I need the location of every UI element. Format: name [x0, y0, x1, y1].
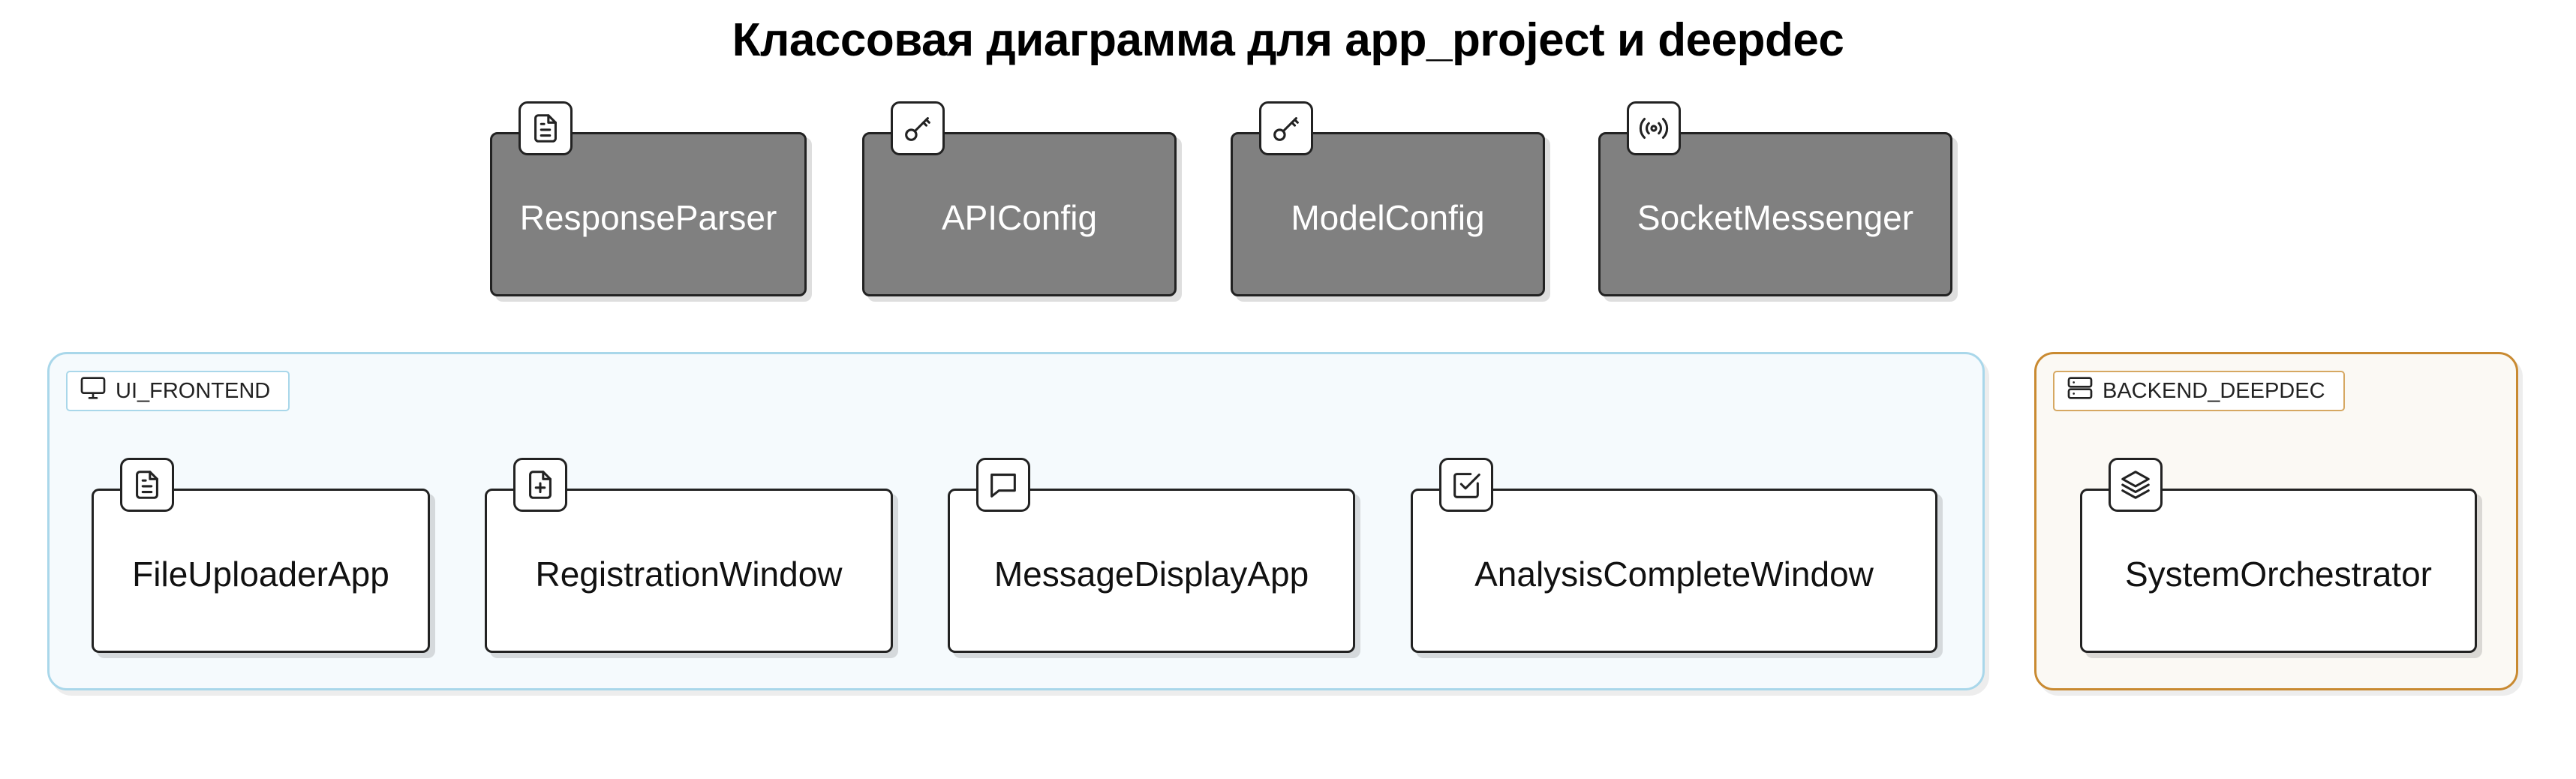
- class-socket-messenger[interactable]: SocketMessenger: [1598, 101, 1952, 296]
- checkbox-icon: [1439, 458, 1493, 512]
- class-analysis-complete-window[interactable]: AnalysisCompleteWindow: [1411, 458, 1937, 653]
- class-registration-window[interactable]: RegistrationWindow: [485, 458, 893, 653]
- class-label: AnalysisCompleteWindow: [1474, 554, 1874, 594]
- class-model-config[interactable]: ModelConfig: [1231, 101, 1545, 296]
- class-label: ResponseParser: [519, 197, 777, 237]
- diagram-title: Классовая диаграмма для app_project и de…: [732, 14, 1844, 66]
- class-label: SocketMessenger: [1637, 197, 1914, 237]
- class-file-uploader-app[interactable]: FileUploaderApp: [92, 458, 430, 653]
- class-label: FileUploaderApp: [132, 554, 389, 594]
- key-icon: [1259, 101, 1313, 155]
- chat-icon: [976, 458, 1030, 512]
- group-tag-backend-deepdec: BACKEND_DEEPDEC: [2053, 371, 2345, 411]
- document-icon: [519, 101, 573, 155]
- class-message-display-app[interactable]: MessageDisplayApp: [948, 458, 1355, 653]
- group-tag-ui-frontend: UI_FRONTEND: [66, 371, 290, 411]
- monitor-icon: [78, 373, 108, 409]
- class-api-config[interactable]: APIConfig: [862, 101, 1177, 296]
- class-response-parser[interactable]: ResponseParser: [490, 101, 807, 296]
- key-icon: [891, 101, 945, 155]
- class-label: ModelConfig: [1291, 197, 1485, 237]
- group-label: UI_FRONTEND: [116, 378, 271, 403]
- class-system-orchestrator[interactable]: SystemOrchestrator: [2080, 458, 2477, 653]
- document-icon: [120, 458, 174, 512]
- layers-icon: [2109, 458, 2163, 512]
- class-label: SystemOrchestrator: [2125, 554, 2432, 594]
- class-label: MessageDisplayApp: [993, 554, 1309, 594]
- class-label: RegistrationWindow: [535, 554, 843, 594]
- broadcast-icon: [1627, 101, 1681, 155]
- file-plus-icon: [513, 458, 567, 512]
- class-label: APIConfig: [941, 197, 1098, 237]
- server-icon: [2065, 373, 2095, 409]
- group-label: BACKEND_DEEPDEC: [2103, 378, 2325, 403]
